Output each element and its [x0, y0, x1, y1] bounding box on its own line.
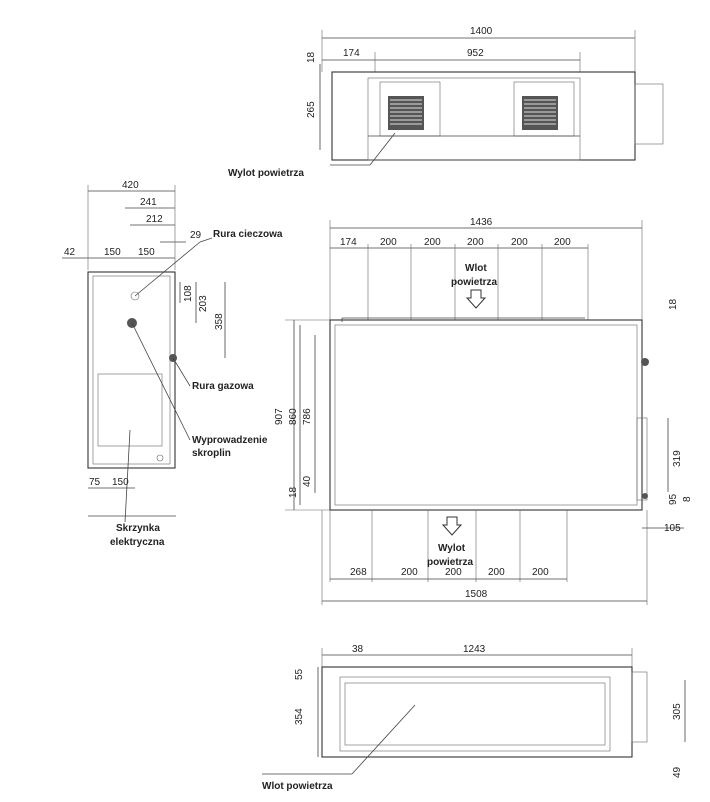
dim-plan-860: 860 [288, 408, 299, 425]
dim-side-150c: 150 [112, 477, 129, 488]
dim-plan-seg-4: 200 [511, 237, 528, 248]
dim-plan-786: 786 [302, 408, 313, 425]
label-wlot-bottom: Wlot powietrza [262, 781, 333, 792]
dim-bottom-305: 305 [672, 703, 683, 720]
dim-plan-bseg-4: 200 [532, 567, 549, 578]
dim-plan-1508: 1508 [465, 589, 488, 600]
label-rura-cieczowa: Rura cieczowa [213, 229, 283, 240]
dim-side-212: 212 [146, 214, 163, 225]
dim-plan-seg-2: 200 [424, 237, 441, 248]
dim-side-420: 420 [122, 180, 139, 191]
label-skrzynka-1: Skrzynka [116, 523, 160, 534]
dim-plan-105: 105 [664, 523, 681, 534]
dim-plan-174: 174 [340, 237, 357, 248]
label-rura-gazowa: Rura gazowa [192, 381, 254, 392]
label-wylot-mid-1: Wylot [438, 543, 466, 554]
dim-side-108: 108 [183, 285, 194, 302]
label-skrzynka-2: elektryczna [110, 537, 165, 548]
dim-side-75: 75 [89, 477, 101, 488]
dim-bottom-354: 354 [294, 708, 305, 725]
fan-grille-right [522, 96, 558, 130]
dim-bottom-49: 49 [672, 766, 683, 778]
dim-plan-8: 8 [682, 496, 693, 502]
dim-side-241: 241 [140, 197, 157, 208]
dim-plan-seg-1: 200 [380, 237, 397, 248]
dim-plan-seg-5: 200 [554, 237, 571, 248]
dim-top-952: 952 [467, 48, 484, 59]
dim-plan-95: 95 [668, 493, 679, 505]
dim-top-1400: 1400 [470, 26, 493, 37]
dim-side-150b: 150 [138, 247, 155, 258]
plan-view: 1436 174 200 200 200 200 200 Wlot powiet… [274, 217, 693, 605]
dim-bottom-38: 38 [352, 644, 364, 655]
label-wylot-mid-2: powietrza [427, 557, 474, 568]
dim-top-18: 18 [306, 51, 317, 63]
side-view: 420 241 212 29 42 150 150 108 203 358 75… [62, 180, 283, 548]
dim-plan-bseg-1: 200 [401, 567, 418, 578]
dim-bottom-1243: 1243 [463, 644, 486, 655]
dim-plan-bseg-2: 200 [445, 567, 462, 578]
dim-plan-1436: 1436 [470, 217, 493, 228]
label-wlot-2: powietrza [451, 277, 498, 288]
bottom-view: 38 1243 55 354 305 49 Wlot powietrza [262, 644, 686, 792]
dim-side-29: 29 [190, 230, 202, 241]
dim-plan-268: 268 [350, 567, 367, 578]
dim-bottom-55: 55 [294, 668, 305, 680]
dim-side-203: 203 [198, 295, 209, 312]
dim-plan-40: 40 [302, 475, 313, 487]
dim-plan-319: 319 [672, 450, 683, 467]
dim-plan-r18: 18 [668, 298, 679, 310]
dim-top-174: 174 [343, 48, 360, 59]
dim-top-265: 265 [306, 101, 317, 118]
dim-plan-907: 907 [274, 408, 285, 425]
label-wylot-top: Wylot powietrza [228, 168, 304, 179]
dim-side-42: 42 [64, 247, 76, 258]
label-wyprowadzenie-2: skroplin [192, 448, 231, 459]
top-view: 1400 174 952 18 265 Wylot powietrza [228, 26, 664, 179]
dim-side-358: 358 [214, 313, 225, 330]
dim-plan-bseg-3: 200 [488, 567, 505, 578]
fan-grille-left [388, 96, 424, 130]
dim-plan-seg-3: 200 [467, 237, 484, 248]
dim-plan-18: 18 [288, 486, 299, 498]
label-wyprowadzenie-1: Wyprowadzenie [192, 435, 268, 446]
dim-side-150a: 150 [104, 247, 121, 258]
label-wlot-1: Wlot [465, 263, 487, 274]
